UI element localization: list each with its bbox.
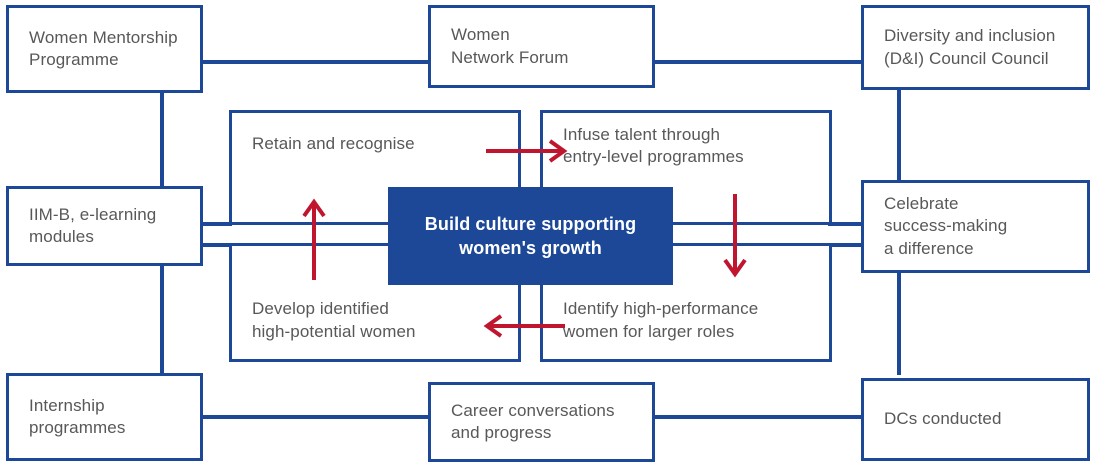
connector-top-center-to-top-right	[651, 60, 863, 64]
center-box-build-culture[interactable]: Build culture supporting women's growth	[388, 187, 673, 285]
connector-bottom-left-to-bottom-center	[201, 415, 431, 419]
quadrant-box-label: Infuse talent through entry-level progra…	[563, 125, 744, 167]
connector-middle-right-to-bottom-right	[897, 271, 901, 375]
outer-box-internship-programmes[interactable]: Internship programmes	[6, 373, 203, 461]
outer-box-diversity-and-inclusion-council[interactable]: Diversity and inclusion (D&I) Council Co…	[861, 5, 1090, 90]
outer-box-label: Celebrate success-making a difference	[884, 193, 1008, 258]
quadrant-box-label: Identify high-performance women for larg…	[563, 299, 759, 341]
outer-box-women-network-forum[interactable]: Women Network Forum	[428, 5, 655, 88]
connector-bottom-center-to-bottom-right	[651, 415, 863, 419]
connector-quadrant-right-lower	[828, 243, 864, 247]
outer-box-label: Diversity and inclusion (D&I) Council Co…	[884, 26, 1056, 68]
connector-top-left-to-top-center	[201, 60, 431, 64]
cycle-arrow-left-bottom	[483, 314, 565, 338]
outer-box-label: DCs conducted	[884, 409, 1002, 429]
outer-box-celebrate-success[interactable]: Celebrate success-making a difference	[861, 180, 1090, 273]
quadrant-box-label: Retain and recognise	[252, 134, 415, 153]
outer-box-label: Women Network Forum	[451, 25, 569, 67]
connector-top-right-to-middle-right	[897, 88, 901, 182]
connector-top-left-to-middle-left	[160, 88, 164, 188]
center-box-label: Build culture supporting women's growth	[424, 213, 637, 258]
connector-quadrant-right-upper	[828, 222, 864, 226]
connector-middle-left-to-bottom-left	[160, 264, 164, 375]
quadrant-box-retain-and-recognise[interactable]: Retain and recognise	[229, 110, 521, 225]
outer-box-career-conversations[interactable]: Career conversations and progress	[428, 382, 655, 462]
quadrant-box-label: Develop identified high-potential women	[252, 299, 416, 341]
outer-box-label: Internship programmes	[29, 395, 126, 437]
outer-box-label: Women Mentorship Programme	[29, 27, 178, 69]
outer-box-label: Career conversations and progress	[451, 400, 615, 442]
outer-box-iimb-e-learning-modules[interactable]: IIM-B, e-learning modules	[6, 186, 203, 266]
connector-quadrant-left-lower	[198, 243, 232, 247]
outer-box-women-mentorship-programme[interactable]: Women Mentorship Programme	[6, 5, 203, 93]
connector-quadrant-left-upper	[198, 222, 232, 226]
cycle-arrow-up-left	[302, 198, 326, 280]
outer-box-label: IIM-B, e-learning modules	[29, 204, 157, 246]
cycle-arrow-down-right	[723, 194, 747, 278]
cycle-arrow-right-top	[486, 139, 568, 163]
outer-box-dcs-conducted[interactable]: DCs conducted	[861, 378, 1090, 461]
